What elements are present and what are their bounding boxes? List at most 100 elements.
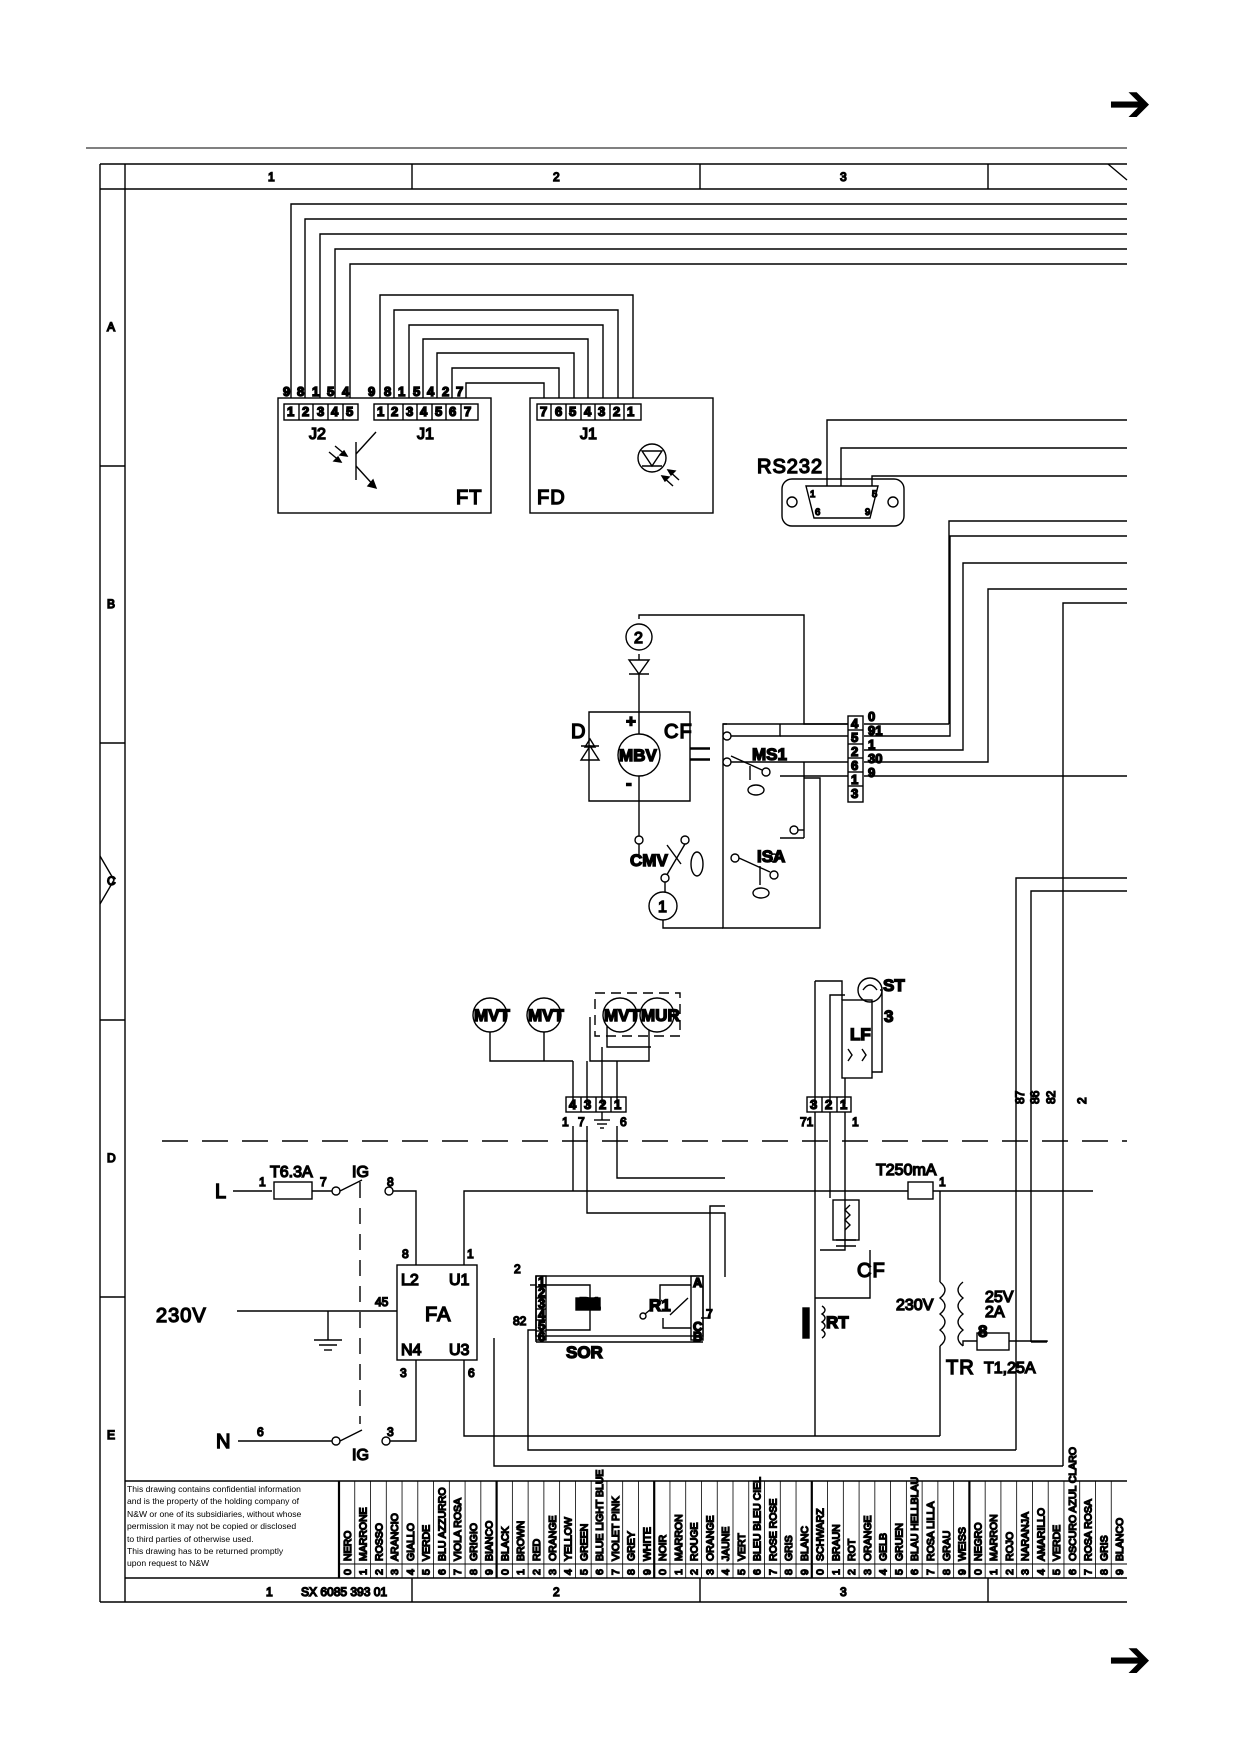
fa-u1: U1 [449,1272,470,1289]
column-label-3: 3 [840,170,847,184]
fan-mur-label: MUR [641,1006,680,1025]
next-page-arrow-bottom-icon[interactable]: ➔ [1108,1630,1152,1690]
confidentiality-line: This drawing has to be returned promptly [127,1546,284,1557]
fuse-t250ma [907,1181,934,1200]
fa-wire: 45 [375,1295,389,1309]
ft-j1-label: J1 [417,426,434,443]
fa-wire: 1 [467,1247,474,1261]
terminal-strip [847,715,864,803]
legend-code: 9 [1114,1569,1126,1575]
confidentiality-line: This drawing contains confidential infor… [127,1484,301,1494]
fd-j1-pin: 6 [555,404,562,419]
fan-conn-pin: 3 [584,1097,591,1112]
sor-label: SOR [566,1343,603,1362]
confidentiality-line: upon request to N&W [127,1558,210,1569]
rs232-pin6: 6 [815,507,820,518]
legend-color-name: BLANC [799,1526,811,1561]
fd-j1-pin: 1 [627,404,634,419]
legend-color-name: VIOLA ROSA [452,1498,464,1561]
rs232-pin5: 5 [872,489,877,500]
terminal-pin: 4 [851,716,859,731]
ft-j2-wire: 9 [283,384,290,399]
fd-label: FD [537,487,566,509]
legend-color-name: VERDE [421,1525,433,1561]
fa-wire: 8 [402,1247,409,1261]
legend-color-name: GRIGIO [468,1523,480,1561]
legend-code: 6 [1067,1569,1079,1575]
right-vertical-wires [1015,602,1127,1466]
row-label-c: C [107,874,116,888]
fan-mvt-1-icon [472,997,508,1033]
legend-color-name: GRIS [1098,1535,1110,1561]
legend-color-name: MARRON [988,1514,1000,1561]
terminal-pin: 3 [851,786,858,801]
mbv-motor-icon [617,733,661,777]
ms1-label: MS1 [752,745,787,764]
legend-code: 4 [720,1569,732,1575]
legend-color-name: ROSE ROSE [767,1499,779,1561]
legend-code: 8 [941,1569,953,1575]
mbv-plus: + [626,712,636,731]
legend-code: 9 [641,1569,653,1575]
legend-code: 5 [578,1569,590,1575]
right-wire-2: 2 [1075,1097,1089,1104]
mains-wire: 7 [320,1175,327,1189]
mbv-label: MBV [619,746,657,765]
legend-color-name: ARANCIO [389,1513,401,1561]
legend-color-name: WHITE [641,1527,653,1561]
tr-current-label: 2A [985,1304,1005,1321]
legend-color-name: NEGRO [972,1522,984,1561]
legend-code: 8 [783,1569,795,1575]
legend-color-name: ORANGE [862,1515,874,1561]
legend-color-name: VERDE [1051,1525,1063,1561]
legend-color-name: BIANCO [484,1521,496,1561]
ig2-label: IG [352,1447,369,1464]
fan-conn-pin: 1 [614,1097,621,1112]
legend-color-name: BROWN [515,1521,527,1561]
mains-voltage-label: 230V [156,1305,207,1327]
isa-label: ISA [757,847,785,866]
legend-code: 2 [846,1569,858,1575]
tr-label: TR [946,1357,975,1379]
legend-code: 9 [957,1569,969,1575]
ft-j2-pin: 3 [317,404,324,419]
sor-pin-b: B [693,1329,702,1344]
lf-conn-pin: 1 [840,1097,847,1112]
ft-j2-pin: 5 [346,404,353,419]
mains-wire: 3 [387,1425,394,1439]
next-page-arrow-icon[interactable]: ➔ [1108,74,1152,134]
ft-j2-wire: 1 [312,384,319,399]
tr-secondary-label: 25V [985,1289,1014,1306]
legend-color-name: OSCURO AZUL CLARO [1067,1447,1079,1561]
legend-code: 6 [594,1569,606,1575]
confidentiality-line: permission it may not be copied or discl… [127,1521,297,1532]
legend-code: 7 [1083,1569,1095,1575]
cf-label: CF [664,721,693,743]
right-wire-86: 86 [1028,1090,1042,1104]
ft-j2-pin: 4 [331,404,339,419]
legend-color-name: MARRON [673,1514,685,1561]
sor-pin: 3 [538,1296,545,1311]
legend-code: 3 [862,1569,874,1575]
legend-color-name: BLAU HELLBLAU [909,1477,921,1561]
column-label-1: 1 [268,170,275,184]
legend-color-name: VERT [736,1533,748,1561]
row-label-b: B [107,597,115,611]
terminal-wire: 0 [868,709,875,724]
ft-fd-wiring [290,203,1127,398]
legend-color-name: NERO [342,1531,354,1561]
isa-switch [730,825,804,899]
line-n-label: N [216,1431,231,1453]
legend-color-name: VIOLET PINK [610,1496,622,1561]
legend-code: 4 [1035,1569,1047,1575]
confidentiality-notice: This drawing contains confidential infor… [127,1483,339,1570]
fa-l2: L2 [401,1272,419,1289]
right-wire-87: 87 [1013,1090,1027,1104]
legend-code: 7 [925,1569,937,1575]
tr-primary-label: 230V [896,1297,934,1314]
fd-j1-pin: 2 [613,404,620,419]
drawing-number: SX 6085 393 01 [301,1585,387,1599]
legend-code: 4 [563,1569,575,1575]
fuse-t250ma-wire: 1 [939,1175,946,1189]
